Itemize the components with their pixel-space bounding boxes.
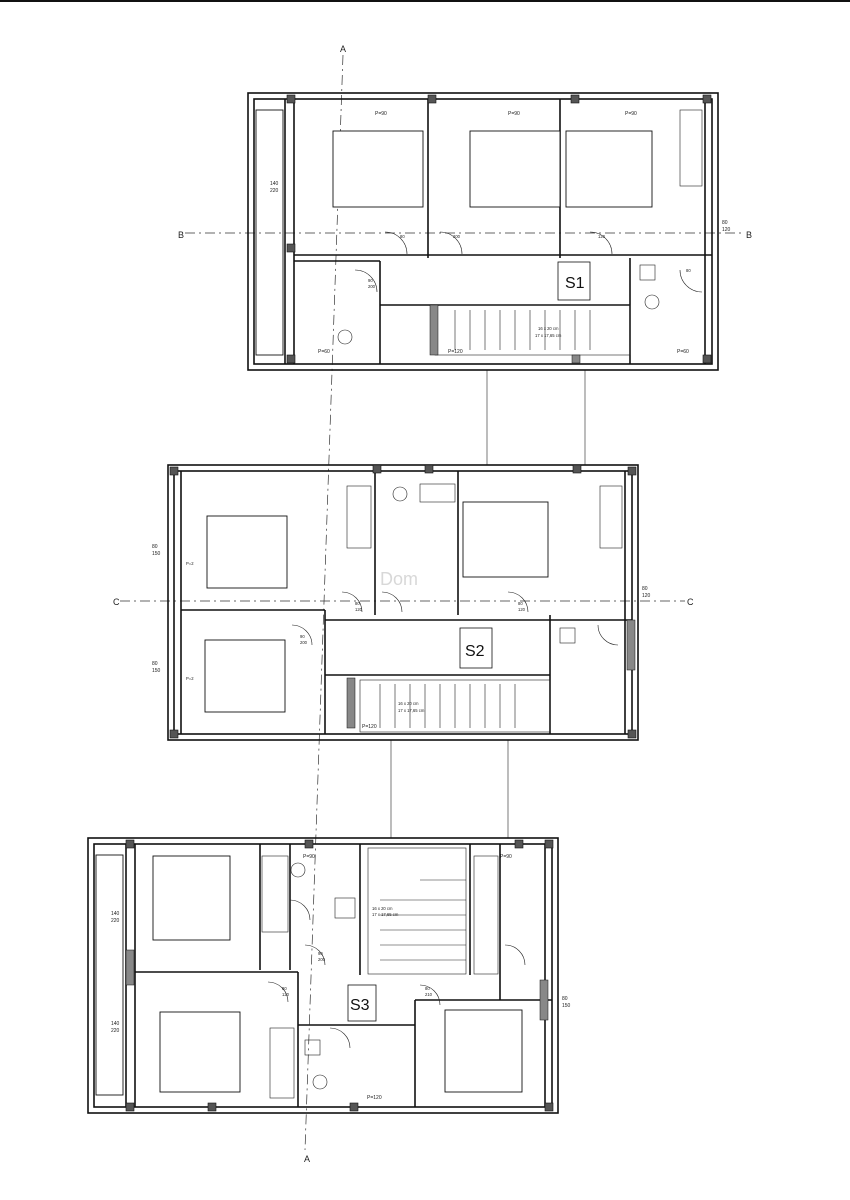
floor-connectors [390, 370, 586, 838]
watermark-text: Dom [380, 569, 418, 589]
dimension-label: 220 [111, 1028, 120, 1034]
floor-plan-s1: S1 P=90 P=90 P=90 P=60 P=60 P=120 140 22… [247, 92, 731, 371]
top-border [0, 0, 850, 2]
dimension-label: 200 [368, 284, 376, 289]
floor-tag-s3: S3 [350, 997, 370, 1014]
dimension-label: 140 [111, 1021, 120, 1027]
dimension-label: P=120 [362, 724, 377, 730]
axis-b-left-label: B [178, 230, 184, 240]
dimension-label: P=90 [500, 854, 512, 860]
dimension-label: 120 [355, 607, 363, 612]
dimension-label: 80 [425, 986, 430, 991]
dimension-label: P=60 [677, 349, 689, 355]
floor-plan-s2: S2 Dom 80 150 80 150 80 120 P=120 16 x 2… [152, 464, 651, 741]
dimension-label: 17 x 17,65 cm [372, 912, 399, 917]
dimension-label: 210 [425, 992, 433, 997]
dimension-label: 120 [722, 227, 731, 233]
dimension-label: P=90 [375, 111, 387, 117]
dimension-label: 140 [270, 181, 279, 187]
dimension-label: 220 [111, 918, 120, 924]
dimension-label: 90 [318, 951, 323, 956]
axis-c-left-label: C [113, 597, 120, 607]
dimension-label: P=90 [508, 111, 520, 117]
dimension-label: 80 [400, 234, 405, 239]
dimension-label: 200 [453, 234, 461, 239]
axis-a-top-label: A [340, 44, 346, 54]
dimension-label: P=2 [186, 561, 194, 566]
dimension-label: 17 x 17,65 cm [398, 708, 425, 713]
dimension-label: P=90 [303, 854, 315, 860]
floor-tag-s2: S2 [465, 643, 485, 660]
section-axes: A A B B C C [113, 44, 752, 1164]
dimension-label: 80 [562, 996, 568, 1002]
dimension-label: 150 [152, 668, 161, 674]
dimension-label: 17 x 17,65 cm [535, 333, 562, 338]
dimension-label: 80 [152, 661, 158, 667]
axis-c-right-label: C [687, 597, 694, 607]
dimension-label: 80 [686, 268, 691, 273]
dimension-label: 16 x 20 cm [372, 906, 393, 911]
dimension-label: 80 [518, 601, 523, 606]
dimension-label: 16 x 20 cm [538, 326, 559, 331]
dimension-label: P=60 [318, 349, 330, 355]
dimension-label: 80 [152, 544, 158, 550]
dimension-labels-s2: 80 150 80 150 80 120 P=120 16 x 20 cm 17… [152, 544, 651, 730]
dimension-label: 80 [282, 986, 287, 991]
dimension-label: 90 [368, 278, 373, 283]
dimension-label: 200 [318, 957, 326, 962]
dimension-label: 200 [300, 640, 308, 645]
axis-a-bottom-label: A [304, 1154, 310, 1164]
dimension-label: P=120 [448, 349, 463, 355]
floor-tag-s1: S1 [565, 275, 585, 292]
dimension-label: 120 [282, 992, 290, 997]
axis-b-right-label: B [746, 230, 752, 240]
dimension-label: 120 [642, 593, 651, 599]
dimension-label: 150 [152, 551, 161, 557]
dimension-label: 220 [270, 188, 279, 194]
dimension-label: 150 [562, 1003, 571, 1009]
dimension-label: 16 x 20 cm [398, 701, 419, 706]
dimension-label: P=120 [367, 1095, 382, 1101]
dimension-label: 140 [111, 911, 120, 917]
dimension-label: 80 [355, 601, 360, 606]
dimension-label: 120 [518, 607, 526, 612]
dimension-label: P=90 [625, 111, 637, 117]
dimension-labels-s3: P=90 P=90 P=120 140 220 140 220 80 150 1… [111, 854, 571, 1101]
dimension-label: P=2 [186, 676, 194, 681]
dimension-label: 80 [642, 586, 648, 592]
dimension-label: 80 [722, 220, 728, 226]
dimension-label: 90 [300, 634, 305, 639]
dimension-label: 120 [598, 234, 606, 239]
dimension-labels-s1: P=90 P=90 P=90 P=60 P=60 P=120 140 220 8… [270, 111, 731, 355]
floor-plan-s3: S3 P=90 P=90 P=120 140 220 140 220 80 15… [87, 837, 571, 1114]
